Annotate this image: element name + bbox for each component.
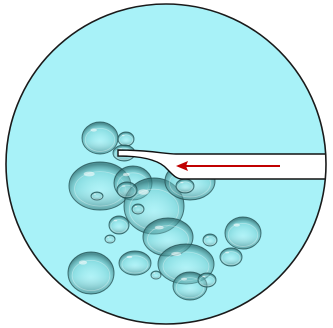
bubble-icon (90, 191, 104, 201)
bubble-cluster (67, 121, 262, 301)
bubble-icon (104, 234, 116, 244)
bubble-icon (108, 215, 130, 235)
bubble-icon (118, 250, 152, 276)
bubble-icon (219, 247, 243, 267)
bubble-icon (81, 121, 119, 155)
direction-arrow-icon (176, 161, 280, 171)
micropipette-icon (117, 149, 326, 180)
bubble-icon (68, 161, 132, 211)
bubble-icon (202, 233, 218, 247)
bubble-icon (117, 131, 135, 147)
bubble-icon (150, 270, 162, 280)
petri-dish-rim (5, 3, 327, 325)
bubble-icon (197, 272, 217, 288)
bubble-icon (116, 181, 138, 199)
bubble-icon (131, 203, 145, 215)
bubble-icon (175, 178, 195, 194)
bubble-icon (67, 251, 115, 295)
bubble-icon (224, 216, 262, 250)
